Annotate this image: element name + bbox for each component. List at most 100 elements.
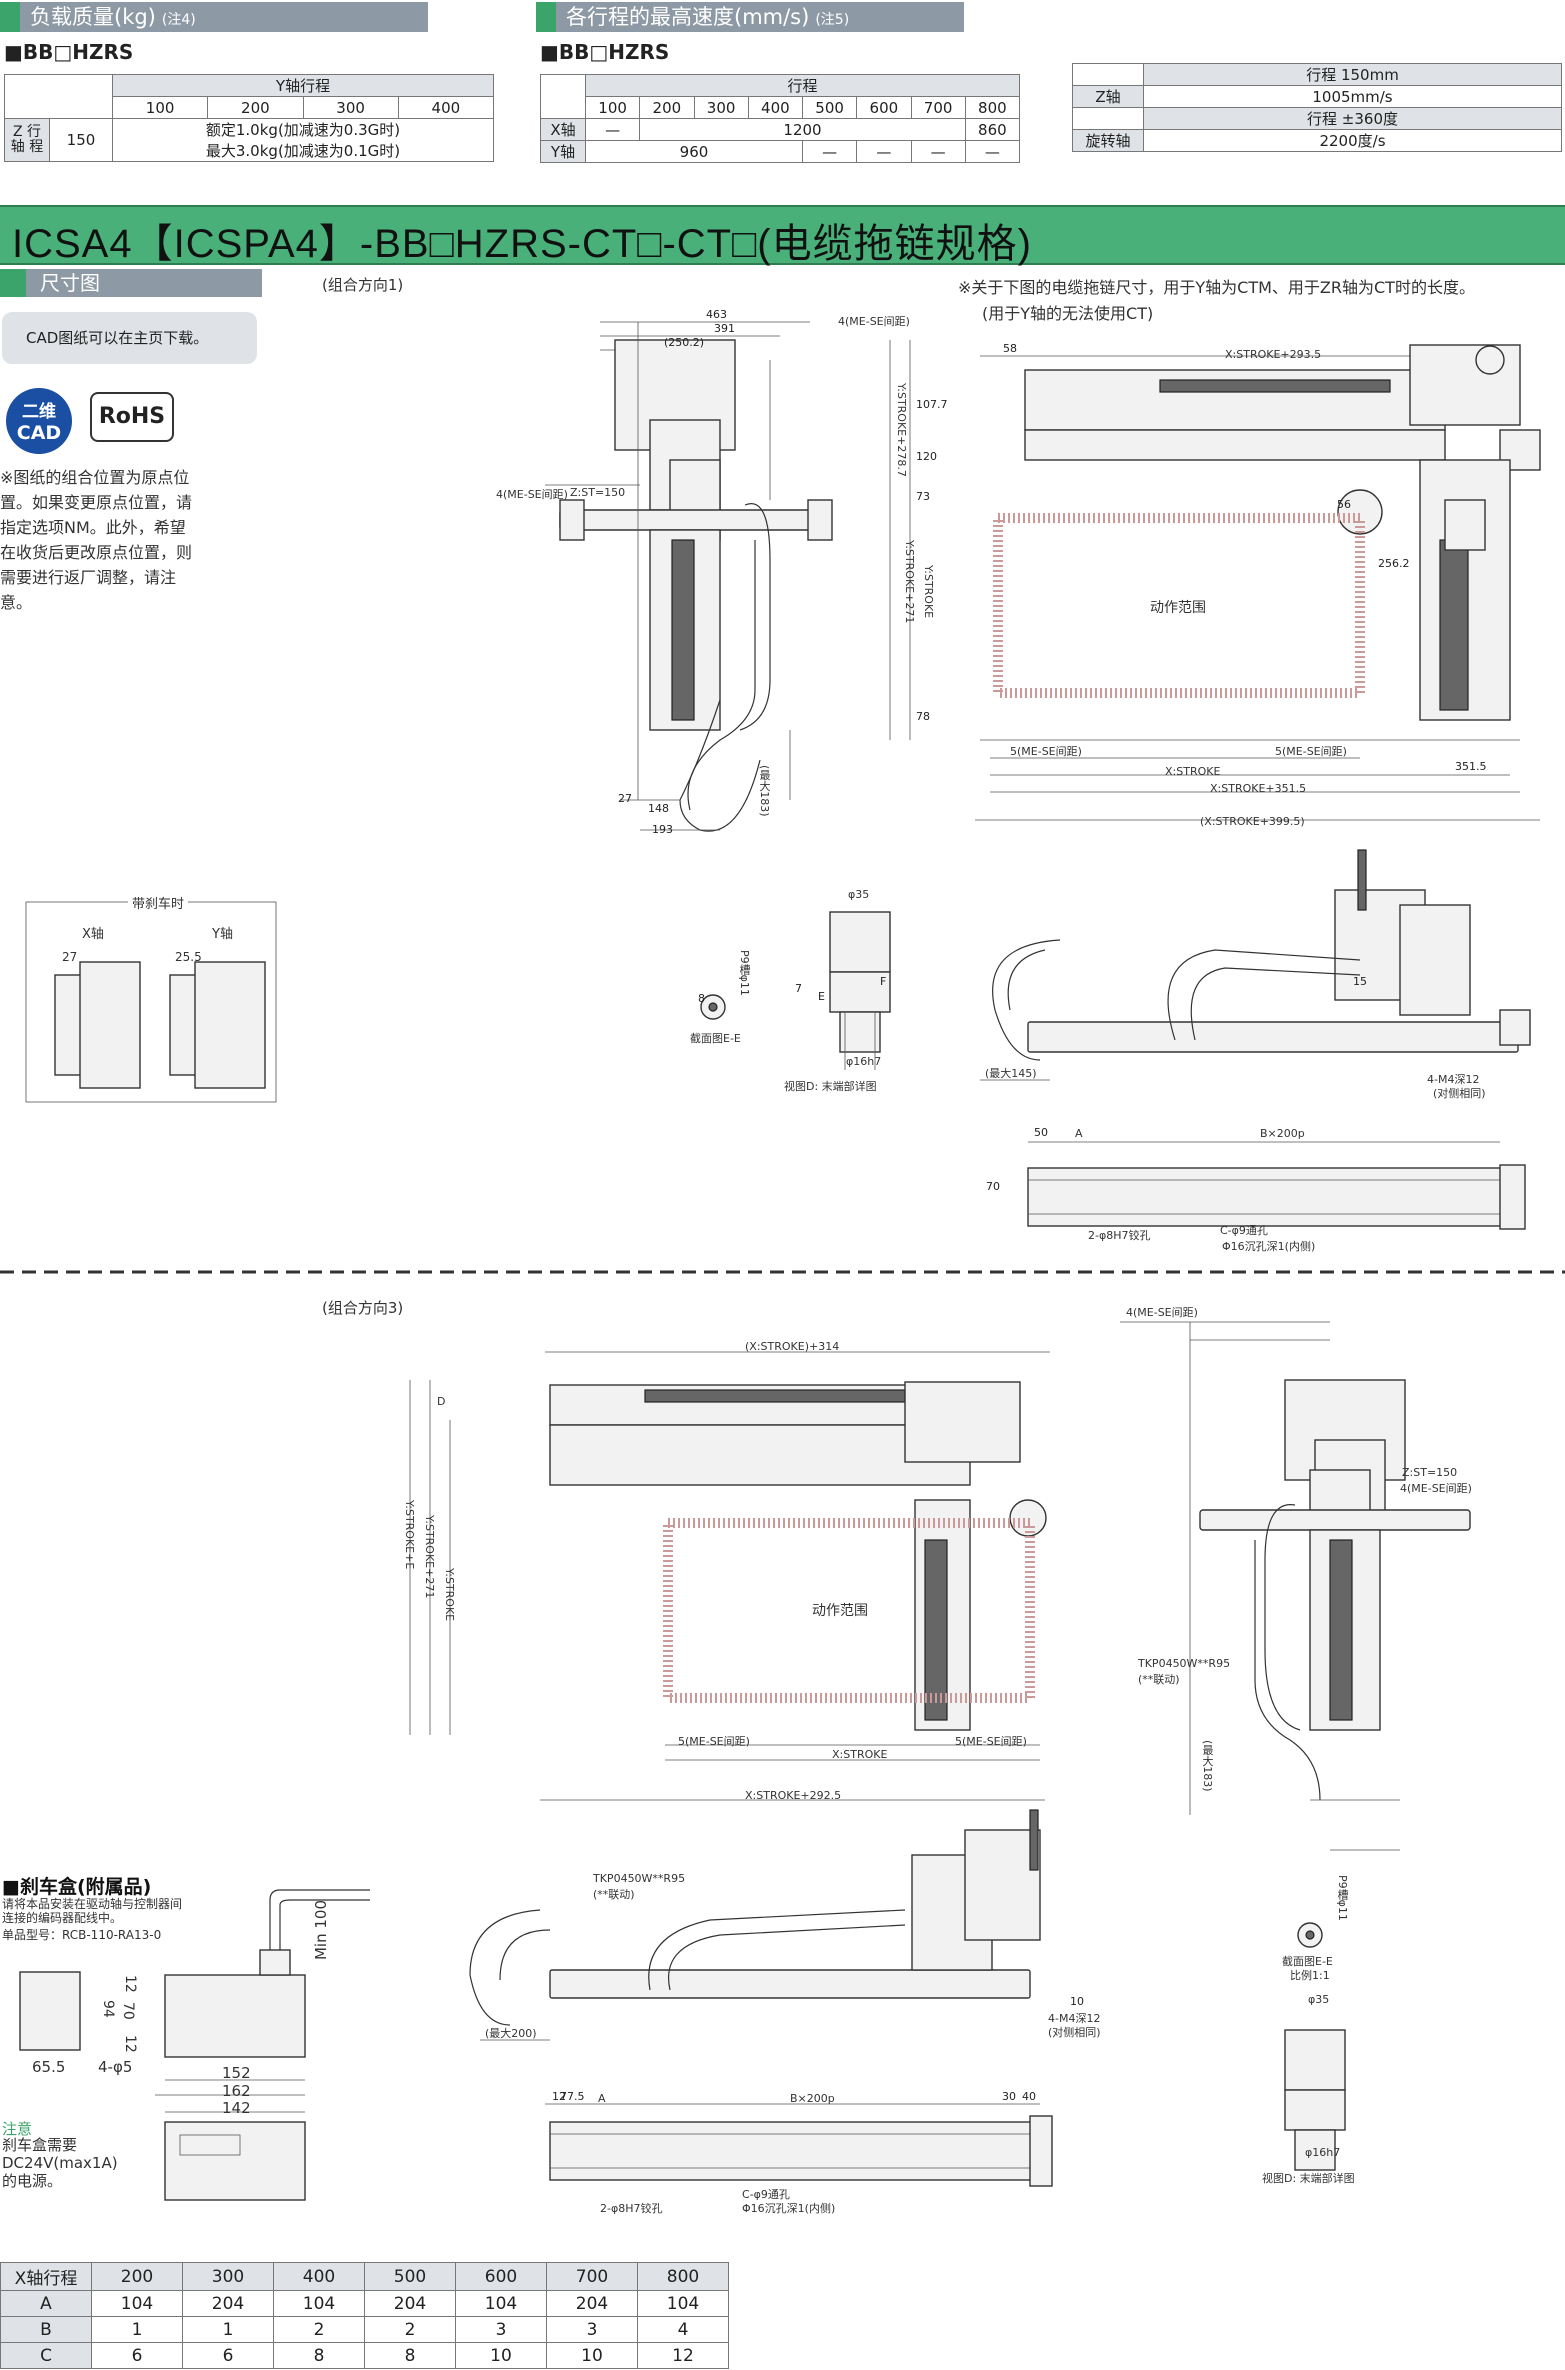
view-d-label-1: 视图D: 末端部详图 — [784, 1080, 877, 1093]
x-stroke-293-label: X:STROKE+293.5 — [1225, 348, 1322, 361]
chain-note-1: ※关于下图的电缆拖链尺寸，用于Y轴为CTM、用于ZR轴为CT时的长度。 — [958, 278, 1475, 297]
table-cell: 204 — [546, 2290, 638, 2317]
dimension-value: 15 — [1353, 975, 1367, 988]
x-stroke-314-label: (X:STROKE)+314 — [745, 1340, 840, 1353]
table-cell: 3 — [546, 2316, 638, 2343]
brakebox-model: 单品型号：RCB-110-RA13-0 — [2, 1928, 162, 1942]
phi16-label-1: φ16h7 — [846, 1055, 882, 1068]
z-label: Z轴 — [1072, 85, 1144, 108]
brakebox-desc: 请将本品安装在驱动轴与控制器间连接的编码器配线中。 — [2, 1897, 183, 1925]
y-stroke-cell: 400 — [397, 96, 495, 119]
table-cell: 1 — [182, 2316, 274, 2343]
cad-badge-bottom: CAD — [16, 422, 62, 444]
max145-label: (最大145) — [985, 1067, 1037, 1080]
range-label-1: 动作范围 — [1150, 600, 1206, 616]
side-view-3 — [1120, 1321, 1471, 1851]
stroke-table-header: 500 — [364, 2262, 456, 2291]
dimension-heading-bar: 尺寸图 — [0, 269, 262, 297]
dimension-value: 56 — [1337, 498, 1351, 511]
stroke-table-header: X轴行程 — [0, 2262, 92, 2291]
table-cell: 6 — [182, 2342, 274, 2369]
dimension-value: 30 — [1002, 2090, 1016, 2103]
brake-title: 带刹车时 — [128, 893, 189, 912]
dimension-value: 391 — [714, 322, 735, 335]
d-label: D — [437, 1395, 446, 1408]
m4-sub-label-2: (对侧相同) — [1048, 2026, 1101, 2039]
table-cell: 104 — [273, 2290, 365, 2317]
cad-2d-badge: 二维 CAD — [6, 388, 72, 454]
stroke-table-header: 300 — [182, 2262, 274, 2291]
dimension-value: 351.5 — [1455, 760, 1487, 773]
speed-heading: 各行程的最高速度(mm/s) — [566, 5, 810, 29]
dimension-value: 77.5 — [560, 2090, 585, 2103]
table-cell: 3 — [455, 2316, 547, 2343]
z-speed-value: 1005mm/s — [1143, 85, 1562, 108]
dimension-value: F — [880, 975, 886, 988]
a-label-1: A — [1075, 1127, 1083, 1140]
phi16-label-2: φ16h7 — [1305, 2146, 1341, 2159]
phi35-label-1: φ35 — [848, 888, 870, 901]
table-cell: 104 — [455, 2290, 547, 2317]
side-view-2 — [980, 849, 1531, 1081]
p9-label-2: P9槽φ11 — [1336, 1875, 1349, 1921]
cad-download-note: CAD图纸可以在主页下载。 — [2, 312, 257, 364]
table-cell: 10 — [546, 2342, 638, 2369]
brakebox-dim-65: 65.5 — [32, 2058, 66, 2076]
y-stroke-cell: 100 — [111, 96, 209, 119]
dimension-heading: 尺寸图 — [40, 271, 100, 295]
phi8-label-1: 2-φ8H7铰孔 — [1088, 1229, 1151, 1242]
stroke-cell: 700 — [910, 96, 966, 119]
y-stroke-271-label-1: Y:STROKE+271 — [903, 540, 916, 624]
table-cell: 10 — [455, 2342, 547, 2369]
dimension-value: 40 — [1022, 2090, 1036, 2103]
brakebox-dim-phi5: 4-φ5 — [98, 2058, 133, 2076]
brake-box-drawing — [19, 1889, 370, 2201]
dimension-value: 58 — [1003, 342, 1017, 355]
y-axis-label: Y轴 — [540, 140, 586, 163]
y-stroke-label-3: Y:STROKE — [443, 1568, 456, 1622]
combo-direction-3: (组合方向3) — [322, 1299, 404, 1317]
stroke-table-header: 200 — [91, 2262, 183, 2291]
view-d-label-2: 视图D: 末端部详图 — [1262, 2172, 1355, 2185]
a-label-2: A — [598, 2092, 606, 2105]
table-cell: 12 — [637, 2342, 729, 2369]
speed-model: ■BB□HZRS — [540, 40, 670, 64]
brakebox-note: 刹车盒需要DC24V(max1A)的电源。 — [2, 2136, 118, 2190]
payload-heading: 负载质量(kg) — [30, 5, 156, 29]
dimension-value: (250.2) — [664, 336, 704, 349]
section-label-2: 截面图E-E — [1282, 1955, 1333, 1968]
brakebox-dim-94: 94 — [100, 2000, 116, 2018]
brakebox-dim-70: 70 — [120, 2002, 136, 2020]
table-cell: B — [0, 2316, 92, 2343]
dimension-value: E — [818, 990, 825, 1003]
y-stroke-header: Y轴行程 — [112, 74, 494, 97]
brake-x-dim: 27 — [62, 950, 78, 964]
max183-label-2: (最大183) — [1201, 1740, 1214, 1792]
stroke-table-header: 800 — [637, 2262, 729, 2291]
x-stroke-label-1: X:STROKE — [1165, 765, 1221, 778]
tkp-label-2: TKP0450W**R95 — [1138, 1657, 1231, 1670]
rohs-badge: RoHS — [90, 392, 174, 442]
section-scale-label: 比例1:1 — [1290, 1969, 1330, 1982]
c-hole-sub-label-2: Φ16沉孔深1(内侧) — [742, 2202, 836, 2215]
y-speed-dash: — — [801, 140, 858, 163]
dimension-value: 73 — [916, 490, 930, 503]
dimension-value: 12 — [552, 2090, 566, 2103]
stroke-table-header: 400 — [273, 2262, 365, 2291]
rot-label: 旋转轴 — [1072, 129, 1144, 152]
dimension-value: 256.2 — [1378, 557, 1410, 570]
max183-label-1: (最大183) — [758, 765, 771, 817]
me-se-4-label-2: 4(ME-SE间距) — [496, 488, 568, 501]
table-cell: 8 — [364, 2342, 456, 2369]
me-se-label-2: 5(ME-SE间距) — [1275, 745, 1347, 758]
table-cell: A — [0, 2290, 92, 2317]
payload-table: Y轴行程 100 200 300 400 Z 行轴 程 150 额定1.0kg(… — [4, 74, 495, 162]
brakebox-note-title: 注意 — [2, 2120, 33, 2138]
y-stroke-e-label: Y:STROKE+E — [403, 1500, 416, 1570]
z-axis-label: Z 行轴 程 — [4, 118, 50, 162]
brakebox-dim-162: 162 — [222, 2082, 251, 2100]
me-se-label-3: 5(ME-SE间距) — [678, 1735, 750, 1748]
brakebox-title: ■刹车盒(附属品) — [2, 1876, 152, 1898]
dimension-value: 463 — [706, 308, 727, 321]
